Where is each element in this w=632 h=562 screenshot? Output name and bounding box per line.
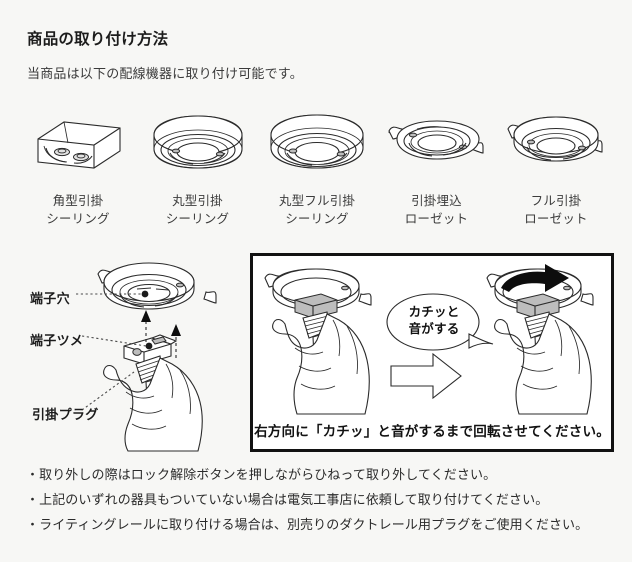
fixture-label: 角型引掛 シーリング [46, 194, 110, 226]
fixture-label: フル引掛 ローゼット [524, 194, 588, 226]
step-before-rotation-art [264, 268, 372, 415]
callout-label-hanging-plug: 引掛プラグ [32, 407, 99, 422]
ceiling-rosette-art [97, 262, 217, 310]
round-full-ceiling-rose-icon [261, 106, 373, 184]
plug-insertion-diagram: 端子穴 端子ツメ 引掛プラグ [20, 252, 246, 452]
fixture-item-round-full-ceiling: 丸型フル引掛 シーリング [261, 106, 373, 228]
note-item: ・上記のいずれの器具もついていない場合は電気工事店に依頼して取り付けてください。 [26, 492, 549, 507]
callout-label-terminal-hole: 端子穴 [30, 291, 70, 306]
fixture-label: 丸型フル引掛 シーリング [278, 194, 356, 226]
speech-bubble-text: カチッと 音がする [408, 305, 460, 336]
compatible-fixtures-row: 角型引掛 シーリング [22, 106, 612, 228]
page-subtitle: 当商品は以下の配線機器に取り付け可能です。 [27, 66, 303, 81]
round-ceiling-rose-icon [142, 106, 254, 184]
rotation-artwork [264, 264, 594, 415]
insertion-arrow-icon [141, 310, 181, 358]
callout-label-terminal-claw: 端子ツメ [30, 333, 84, 348]
panel-caption: 右方向に「カチッ」と音がするまで回転させてください。 [254, 424, 610, 439]
speech-bubble-icon [386, 293, 494, 351]
hand-art [103, 357, 203, 452]
plug-insertion-artwork [76, 262, 217, 452]
fixture-item-flush-rosette: 引掛埋込 ローゼット [381, 106, 493, 228]
notes-list: ・取り外しの際はロック解除ボタンを押しながらひねって取り外してください。 ・上記… [26, 462, 620, 537]
page-title: 商品の取り付け方法 [27, 31, 169, 48]
fixture-item-round-ceiling: 丸型引掛 シーリング [142, 106, 254, 228]
fixture-label: 丸型引掛 シーリング [165, 194, 230, 226]
note-item: ・取り外しの際はロック解除ボタンを押しながらひねって取り外してください。 [26, 467, 497, 482]
rotation-instruction-panel: カチッと 音がする 右方向に「カチッ」と音がするまで回転させてください。 [250, 253, 614, 452]
square-ceiling-rose-icon [22, 106, 134, 184]
step-after-rotation-art [486, 264, 594, 415]
flush-rosette-icon [381, 106, 493, 184]
fixture-item-full-rosette: フル引掛 ローゼット [500, 106, 612, 228]
full-rosette-icon [500, 106, 612, 184]
fixture-label: 引掛埋込 ローゼット [404, 194, 469, 226]
note-item: ・ライティングレールに取り付ける場合は、別売りのダクトレール用プラグをご使用くだ… [26, 517, 589, 532]
callout-leader-lines [76, 290, 153, 411]
fixture-item-square-ceiling: 角型引掛 シーリング [22, 106, 134, 228]
forward-arrow-icon [390, 352, 462, 400]
